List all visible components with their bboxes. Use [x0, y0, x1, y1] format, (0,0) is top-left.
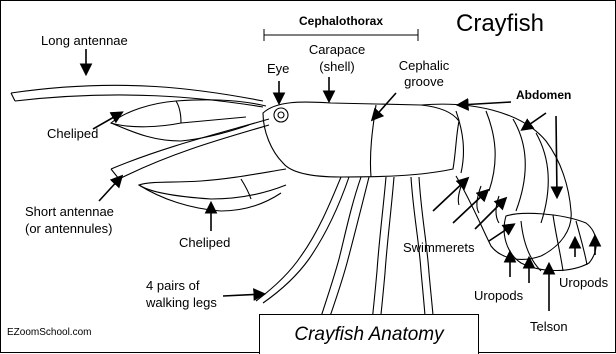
walking-leg-1	[256, 177, 341, 301]
abdomen-label: Abdomen	[516, 88, 571, 102]
caption-text: Crayfish Anatomy	[294, 324, 443, 346]
walking-leg-2	[319, 177, 361, 323]
arrow-swimmerets	[489, 225, 513, 241]
cephalic-label-line2: groove	[404, 74, 444, 89]
cephalothorax-bracket	[264, 29, 418, 41]
carapace	[263, 102, 459, 177]
arrow-cephalic-groove	[373, 93, 396, 119]
arrow-short-antennae	[99, 177, 121, 201]
credit-text: EZoomSchool.com	[7, 327, 91, 338]
arrow-abdomen-3	[556, 116, 557, 196]
eye-shape	[274, 108, 288, 122]
swimmerets-label: Swimmerets	[403, 240, 475, 255]
uropods-right-label: Uropods	[559, 275, 609, 290]
arrow-swimmeret-3	[475, 199, 505, 229]
telson-label: Telson	[530, 319, 568, 334]
walking-legs-label-line1: 4 pairs of	[146, 278, 200, 293]
eye-label: Eye	[267, 61, 289, 76]
carapace-label-line2: (shell)	[319, 59, 354, 74]
diagram-title: Crayfish	[456, 10, 544, 37]
carapace-label-line1: Carapace	[309, 42, 365, 57]
walking-leg-3	[371, 177, 386, 331]
arrow-walking-legs	[223, 294, 263, 296]
swimmeret-3	[496, 196, 499, 223]
long-antennae-label: Long antennae	[41, 33, 128, 48]
arrow-swimmeret-1	[433, 179, 467, 211]
tail-fan	[504, 213, 596, 270]
uropods-left-label: Uropods	[474, 288, 524, 303]
short-antennae-label-line1: Short antennae	[25, 204, 114, 219]
cephalic-label-line1: Cephalic	[399, 58, 450, 73]
caption-box: Crayfish Anatomy	[259, 314, 479, 354]
walking-legs-label-line2: walking legs	[145, 295, 217, 310]
short-antennae-label-line2: (or antennules)	[25, 221, 112, 236]
lower-cheliped	[139, 169, 286, 199]
long-antenna-1	[11, 85, 263, 101]
cheliped-lower-label: Cheliped	[179, 235, 230, 250]
arrow-abdomen-1	[459, 102, 511, 105]
cheliped-upper-label: Cheliped	[47, 126, 98, 141]
short-antenna-2	[119, 125, 269, 179]
arrow-abdomen-2	[523, 113, 546, 129]
cephalothorax-label: Cephalothorax	[299, 14, 383, 28]
